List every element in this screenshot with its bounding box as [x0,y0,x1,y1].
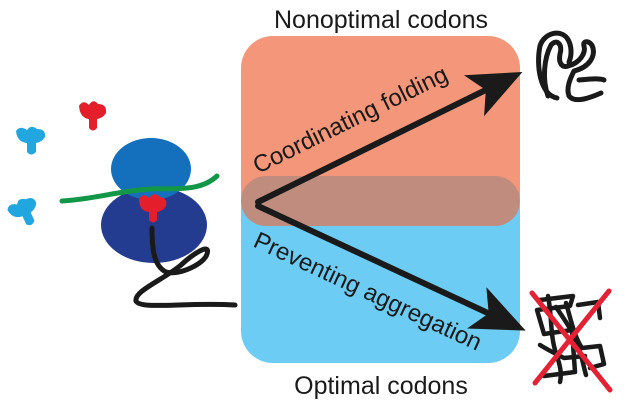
cross-mark-icon [529,288,613,393]
mrna-strand [59,173,220,204]
nascent-chain-icon [133,225,238,308]
trna-cyan-icon [16,126,46,155]
aggregation-arrow [255,203,526,331]
ribosome-large-subunit [101,187,207,263]
bound-trna-icon [139,194,167,223]
overlap-region [241,176,520,226]
trna-red-icon [79,101,107,131]
ribosome-small-subunit [111,138,191,200]
nonoptimal-codons-title: Nonoptimal codons [274,6,488,34]
optimal-codons-title: Optimal codons [294,372,468,400]
folded-protein-icon [536,30,607,103]
ribosome-icon [59,138,238,308]
trna-cyan-icon [7,198,37,226]
folding-arrow [255,71,523,205]
